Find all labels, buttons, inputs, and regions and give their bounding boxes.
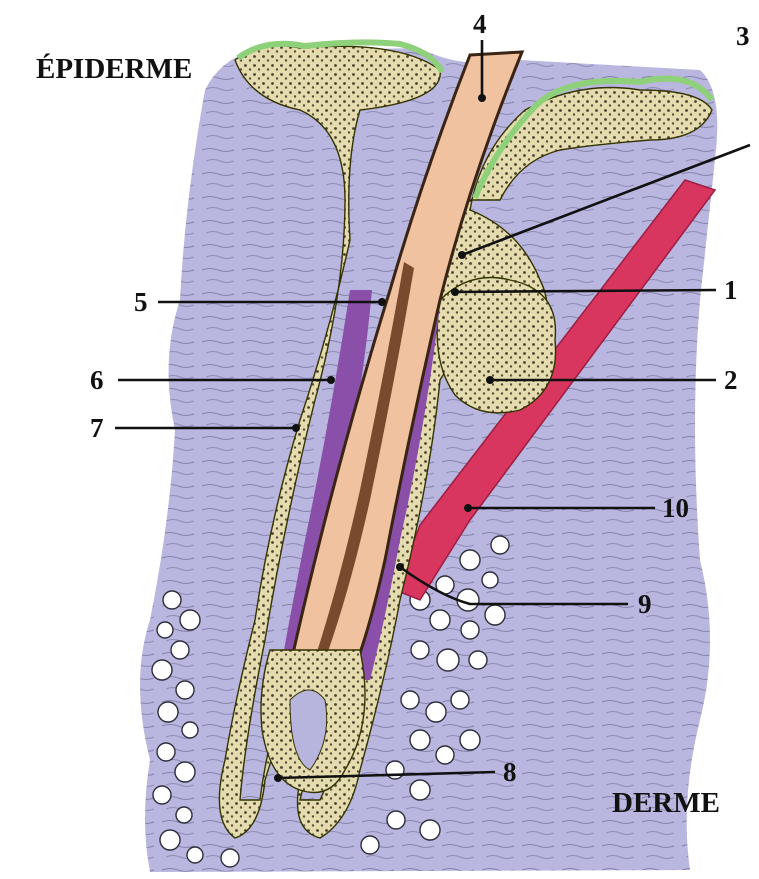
leader-7-dot [292, 424, 300, 432]
epidermis-label: ÉPIDERME [36, 52, 192, 85]
leader-4-dot [478, 94, 486, 102]
callout-2: 2 [724, 365, 738, 395]
leader-10-dot [464, 504, 472, 512]
leader-1-dot [451, 288, 459, 296]
leader-6-dot [327, 376, 335, 384]
callout-10: 10 [662, 493, 689, 523]
callout-4: 4 [473, 9, 487, 39]
callout-8: 8 [503, 757, 517, 787]
sebaceous-gland [437, 278, 555, 413]
leader-8-dot [274, 774, 282, 782]
callout-9: 9 [638, 589, 652, 619]
callout-7: 7 [90, 413, 104, 443]
leader-9-dot [396, 563, 404, 571]
leader-2-dot [486, 376, 494, 384]
callout-3: 3 [736, 21, 750, 51]
callout-1: 1 [724, 275, 738, 305]
dermis-label: DERME [612, 787, 720, 819]
leader-5-dot [378, 298, 386, 306]
callout-5: 5 [134, 287, 148, 317]
callout-6: 6 [90, 365, 104, 395]
leader-3-dot [458, 251, 466, 259]
